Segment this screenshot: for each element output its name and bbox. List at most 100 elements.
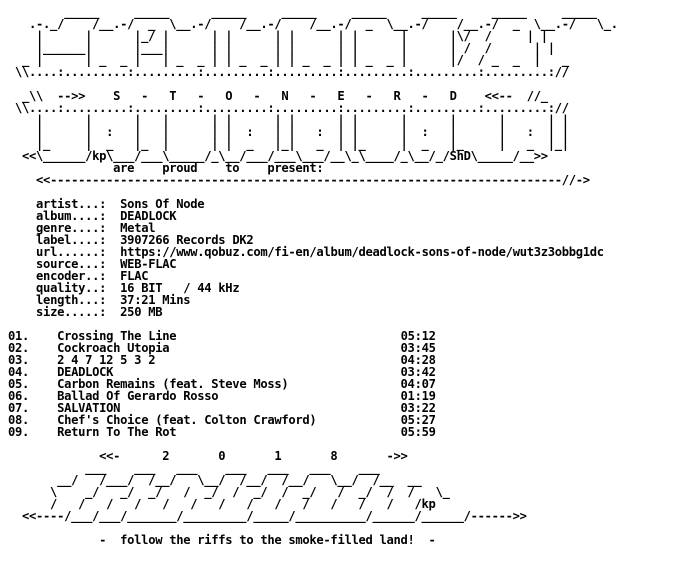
track-duration: 03:42: [400, 365, 436, 379]
header-art-line: .-._/ /__.-/ _ \__.-/ /__.-/ /__.-/ _ \_…: [8, 18, 692, 30]
track-duration: 03:22: [400, 401, 436, 415]
track-duration: 01:19: [400, 389, 436, 403]
track-duration: 05:27: [400, 413, 436, 427]
header-art-line: _____ _____ _____ _____ _____ _____ ____…: [8, 6, 692, 18]
info-row: quality..: 16 BIT / 44 kHz: [8, 282, 692, 294]
track-number: 04.: [8, 365, 30, 379]
track-title: Crossing The Line: [57, 329, 177, 343]
info-value: FLAC: [120, 269, 149, 283]
header-art-line: | | : | | | | : | | : | | | : | | : | |: [8, 126, 692, 138]
footer-art-text: __/ /___/ /__/ \__/ /__/ /__/ \__/ /__ _…: [8, 473, 422, 487]
track-row: 03. 2 4 7 12 5 3 2 04:28: [8, 354, 692, 366]
info-label: artist...:: [36, 197, 107, 211]
header-art-line: \\....:.........:.........:.........:...…: [8, 102, 692, 114]
tagline-divider: <<--------------------------------------…: [36, 173, 590, 187]
footer-art-line: <<----/___/___/_______/_________/_____/_…: [8, 510, 692, 522]
closing-line: - follow the riffs to the smoke-filled l…: [99, 533, 436, 547]
track-duration: 05:12: [400, 329, 436, 343]
header-art-line: |______| |___| | | | | | | | | / / | |: [8, 42, 692, 54]
info-label: quality..:: [36, 281, 107, 295]
track-row: 01. Crossing The Line 05:12: [8, 330, 692, 342]
info-row: album....: DEADLOCK: [8, 210, 692, 222]
info-label: label....:: [36, 233, 107, 247]
track-number: 05.: [8, 377, 30, 391]
info-label: album....:: [36, 209, 107, 223]
footer-art-text: / / / / / / / / / / / / / /kp: [8, 497, 436, 511]
header-ascii-logo: _____ _____ _____ _____ _____ _____ ____…: [8, 6, 692, 162]
info-row: genre....: Metal: [8, 222, 692, 234]
tagline: are proud to present:: [113, 161, 324, 175]
year-line: <<- 2 0 1 8 ->>: [99, 449, 408, 463]
header-art-line: |_ | _ |_ | | | _ |_| _ | |_ | _ |_ | _ …: [8, 138, 692, 150]
footer-ascii-logo: ___ ___ ___ ___ ___ ___ ___ __/ /___/ /_…: [8, 462, 692, 522]
track-title: Return To The Rot: [57, 425, 177, 439]
info-row: length...: 37:21 Mins: [8, 294, 692, 306]
track-row: 08. Chef's Choice (feat. Colton Crawford…: [8, 414, 692, 426]
track-row: 06. Ballad Of Gerardo Rosso 01:19: [8, 390, 692, 402]
info-row: size.....: 250 MB: [8, 306, 692, 318]
info-value: 250 MB: [120, 305, 163, 319]
header-art-text: | | : | | | | : | | : | | | : | | : | |: [8, 125, 569, 139]
info-row: encoder..: FLAC: [8, 270, 692, 282]
track-number: 08.: [8, 413, 30, 427]
footer-art-line: \ _/ _/ _/ / _/ / _/ / _/ / _/ / / \_: [8, 486, 692, 498]
info-row: artist...: Sons Of Node: [8, 198, 692, 210]
header-art-text: <<\______/kp\___/___\_____/_\__/___/___\…: [8, 149, 548, 163]
release-info: artist...: Sons Of Node album....: DEADL…: [8, 198, 692, 318]
footer-art-text: \ _/ _/ _/ / _/ / _/ / _/ / _/ / / \_: [8, 485, 450, 499]
header-art-text: _\\ -->> S - T - O - N - E - R - D <<-- …: [8, 89, 548, 103]
track-row: 02. Cockroach Utopia 03:45: [8, 342, 692, 354]
track-row: 04. DEADLOCK 03:42: [8, 366, 692, 378]
footer-art-text: ___ ___ ___ ___ ___ ___ ___: [8, 461, 380, 475]
info-value: 3907266 Records DK2: [120, 233, 254, 247]
info-value: 16 BIT / 44 kHz: [120, 281, 240, 295]
track-number: 07.: [8, 401, 30, 415]
header-art-line: | | | | | | | | | | | | | | |: [8, 114, 692, 126]
header-art-line: | | |_/ | | | | | | | | |\/ / | |: [8, 30, 692, 42]
footer-art-text: <<----/___/___/_______/_________/_____/_…: [8, 509, 527, 523]
info-label: source...:: [36, 257, 107, 271]
footer-art-line: ___ ___ ___ ___ ___ ___ ___: [8, 462, 692, 474]
track-duration: 04:28: [400, 353, 436, 367]
info-value: WEB-FLAC: [120, 257, 177, 271]
info-row: url......: https://www.qobuz.com/fi-en/a…: [8, 246, 692, 258]
track-title: SALVATION: [57, 401, 121, 415]
track-title: Cockroach Utopia: [57, 341, 170, 355]
info-value: 37:21 Mins: [120, 293, 191, 307]
info-row: label....: 3907266 Records DK2: [8, 234, 692, 246]
track-title: Chef's Choice (feat. Colton Crawford): [57, 413, 317, 427]
track-title: Ballad Of Gerardo Rosso: [57, 389, 219, 403]
header-art-text: .-._/ /__.-/ _ \__.-/ /__.-/ /__.-/ _ \_…: [8, 17, 618, 31]
info-label: encoder..:: [36, 269, 107, 283]
track-title: Carbon Remains (feat. Steve Moss): [57, 377, 289, 391]
track-title: 2 4 7 12 5 3 2: [57, 353, 156, 367]
track-number: 03.: [8, 353, 30, 367]
header-art-text: _ | | _ _ | | _ _ | | _ _ | | _ _ | | _ …: [8, 53, 569, 67]
header-art-text: \\....:.........:.........:.........:...…: [8, 101, 569, 115]
info-label: url......:: [36, 245, 107, 259]
footer-art-line: / / / / / / / / / / / / / /kp: [8, 498, 692, 510]
header-art-text: | | |_/ | | | | | | | | |\/ / | |: [8, 29, 548, 43]
info-value: Sons Of Node: [120, 197, 205, 211]
nfo-document: _____ _____ _____ _____ _____ _____ ____…: [8, 6, 692, 546]
track-number: 01.: [8, 329, 30, 343]
track-number: 06.: [8, 389, 30, 403]
header-art-line: _\\ -->> S - T - O - N - E - R - D <<-- …: [8, 90, 692, 102]
header-art-text: |______| |___| | | | | | | | | / / | |: [8, 41, 555, 55]
info-value: DEADLOCK: [120, 209, 177, 223]
header-art-text: _____ _____ _____ _____ _____ _____ ____…: [8, 5, 597, 19]
header-art-line: \\....:.........:.........:.........:...…: [8, 66, 692, 78]
info-value: Metal: [120, 221, 156, 235]
track-row: 07. SALVATION 03:22: [8, 402, 692, 414]
header-art-text: |_ | _ |_ | | | _ |_| _ | |_ | _ |_ | _ …: [8, 137, 569, 151]
track-number: 02.: [8, 341, 30, 355]
track-number: 09.: [8, 425, 30, 439]
footer-art-line: __/ /___/ /__/ \__/ /__/ /__/ \__/ /__ _…: [8, 474, 692, 486]
track-duration: 03:45: [400, 341, 436, 355]
track-row: 09. Return To The Rot 05:59: [8, 426, 692, 438]
info-row: source...: WEB-FLAC: [8, 258, 692, 270]
header-art-line: _ | | _ _ | | _ _ | | _ _ | | _ _ | | _ …: [8, 54, 692, 66]
header-art-line: <<\______/kp\___/___\_____/_\__/___/___\…: [8, 150, 692, 162]
track-duration: 04:07: [400, 377, 436, 391]
